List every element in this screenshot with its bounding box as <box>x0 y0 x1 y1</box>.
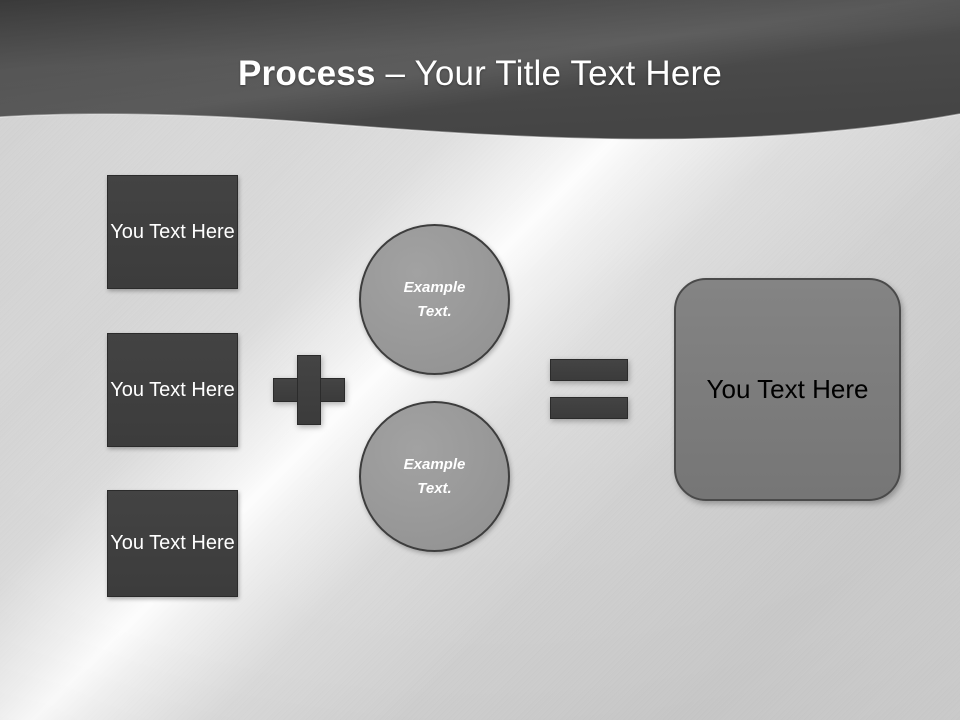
equals-icon-bottom-bar <box>550 397 628 419</box>
example-circle-1-label: Example Text. <box>404 276 466 324</box>
example-circle-1-line1: Example <box>403 278 466 296</box>
input-box-2-label: You Text Here <box>110 378 235 401</box>
equals-icon-top-bar <box>550 359 628 381</box>
page-title-separator: – <box>375 54 415 93</box>
equals-icon <box>550 359 628 419</box>
plus-icon <box>273 355 345 425</box>
example-circle-1-line2: Text. <box>417 302 452 320</box>
page-title-rest: Your Title Text Here <box>414 54 722 93</box>
input-box-1[interactable]: You Text Here <box>107 175 238 289</box>
header-banner <box>0 0 960 152</box>
input-box-3-label: You Text Here <box>110 532 235 554</box>
input-box-2[interactable]: You Text Here <box>107 333 238 447</box>
example-circle-2[interactable]: Example Text. <box>359 401 510 552</box>
page-title-bold: Process <box>238 54 376 93</box>
example-circle-1[interactable]: Example Text. <box>359 224 510 375</box>
example-circle-2-line2: Text. <box>417 479 452 497</box>
example-circle-2-label: Example Text. <box>404 453 466 501</box>
plus-icon-vertical-bar <box>297 355 321 425</box>
input-box-3[interactable]: You Text Here <box>107 490 238 597</box>
result-box-label: You Text Here <box>706 374 869 404</box>
example-circle-2-line1: Example <box>403 455 466 473</box>
result-box[interactable]: You Text Here <box>674 278 901 501</box>
input-box-1-label: You Text Here <box>110 220 235 243</box>
page-title: Process – Your Title Text Here <box>0 52 960 96</box>
